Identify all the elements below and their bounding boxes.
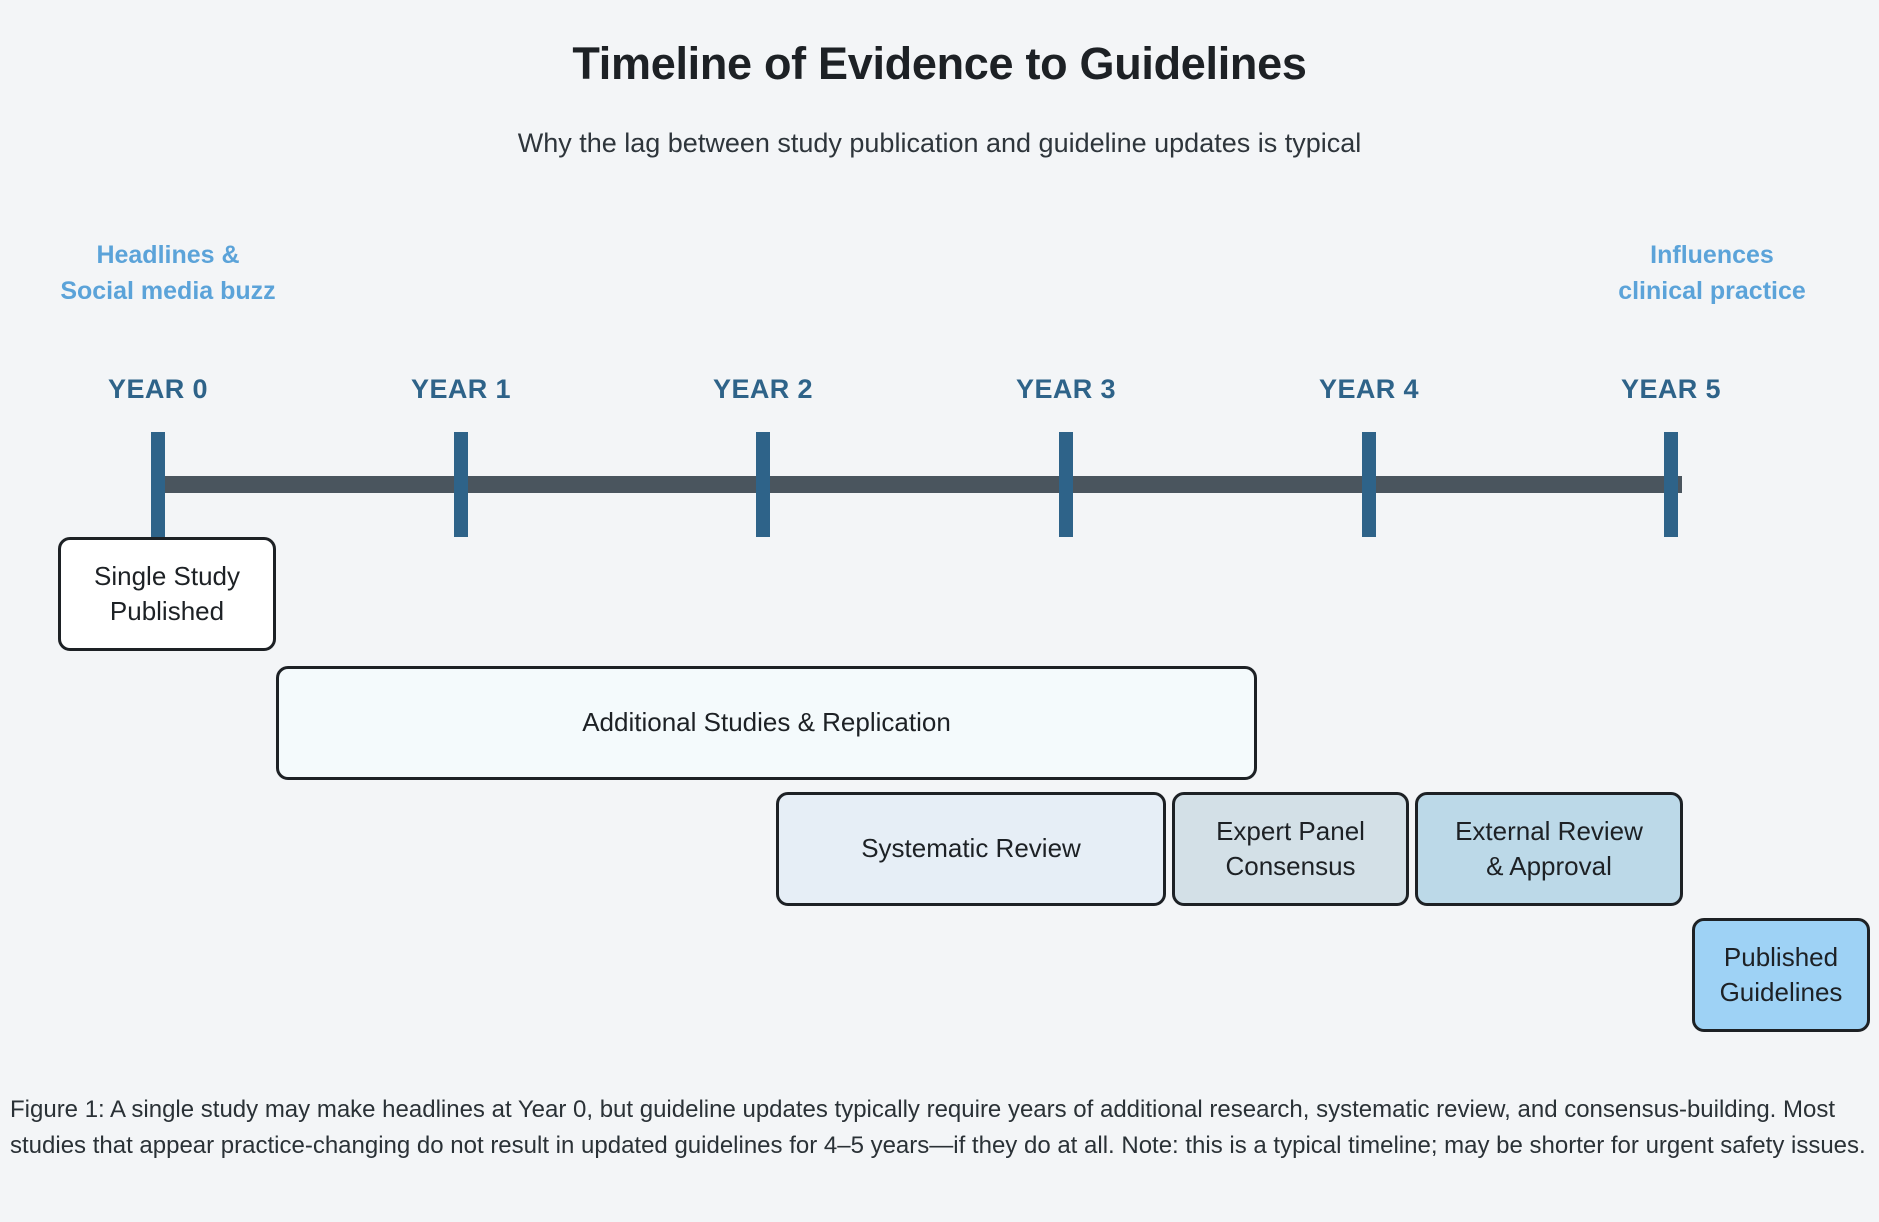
annotation-left-line2: Social media buzz (60, 276, 276, 305)
stage-label-additional-studies-replication: Additional Studies & Replication (582, 705, 951, 740)
timeline-tick-year-0 (151, 432, 165, 537)
timeline-year-label-0: YEAR 0 (108, 374, 208, 404)
timeline-tick-year-5 (1664, 432, 1678, 537)
stage-label-line1: Single Study (94, 560, 240, 591)
stage-label-line1: Expert Panel (1216, 815, 1365, 846)
stage-label-line2: Consensus (1225, 851, 1356, 881)
annotation-right-line2: clinical practice (1618, 276, 1806, 305)
timeline-tick-year-2 (756, 432, 770, 537)
page-subtitle: Why the lag between study publication an… (517, 128, 1362, 158)
timeline-tick-year-4 (1362, 432, 1376, 537)
timeline-year-label-3: YEAR 3 (1016, 374, 1116, 404)
stage-label-line1: Additional Studies & Replication (582, 707, 951, 738)
figure-caption: Figure 1: A single study may make headli… (10, 1096, 1866, 1160)
timeline-year-label-4: YEAR 4 (1319, 374, 1419, 404)
annotation-influences-clinical-practice: Influences clinical practice (1552, 238, 1872, 309)
stage-box-external-review-approval[interactable]: External Review & Approval (1415, 792, 1683, 906)
stage-box-systematic-review[interactable]: Systematic Review (776, 792, 1166, 906)
timeline-year-label-2: YEAR 2 (713, 374, 813, 404)
stage-label-line2: Guidelines (1719, 977, 1843, 1007)
stage-label-line2: Published (109, 596, 225, 626)
page-title: Timeline of Evidence to Guidelines (572, 38, 1307, 89)
stage-label-systematic-review: Systematic Review (861, 831, 1081, 866)
stage-label-line1: Systematic Review (861, 833, 1081, 864)
stage-box-additional-studies-replication[interactable]: Additional Studies & Replication (276, 666, 1257, 780)
stage-label-line2: & Approval (1486, 851, 1612, 881)
timeline-tick-year-1 (454, 432, 468, 537)
timeline-tick-year-3 (1059, 432, 1073, 537)
stage-label-line1: Published (1723, 941, 1839, 972)
timeline-year-label-1: YEAR 1 (411, 374, 511, 404)
timeline-year-label-5: YEAR 5 (1621, 374, 1721, 404)
stage-label-external-review-approval: External Review & Approval (1455, 814, 1643, 885)
annotation-left-line1: Headlines & (96, 241, 240, 269)
timeline-axis-line (158, 476, 1682, 493)
annotation-right-line1: Influences (1650, 241, 1774, 269)
stage-label-line1: External Review (1455, 815, 1643, 846)
annotation-headlines-social-media: Headlines & Social media buzz (8, 238, 328, 309)
